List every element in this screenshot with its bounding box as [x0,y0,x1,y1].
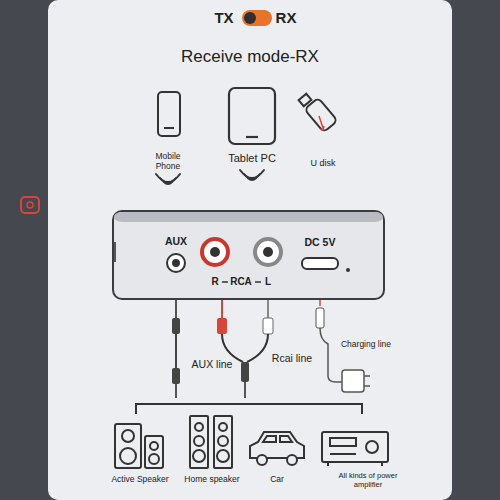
port-label: RCA [227,276,255,288]
tablet-icon [229,88,275,144]
wireless-waves [156,170,264,184]
panel [48,0,452,500]
channel-label: R [208,276,222,288]
amplifier-icon [322,432,388,466]
rca-cable [217,300,273,398]
cable-label: Charging line [337,340,395,350]
port-label: DC 5V [295,236,345,248]
phone-icon [158,92,180,136]
cable-label: AUX line [189,358,235,370]
output-label: All kinds of power amplifier [324,472,412,489]
side-icon [21,197,39,213]
device-label: Tablet PC [212,152,292,165]
active-speaker-icon [115,424,163,468]
title: Receive mode-RX [110,47,390,67]
receiver-box: AUX R RCA L DC 5V [112,210,385,300]
mode-label: RX [271,9,301,26]
home-speaker-icon [190,416,232,468]
device-label: U disk [298,158,348,168]
cable-label: Rcai line [270,352,314,364]
channel-label: L [261,276,275,288]
output-label: Active Speaker [105,475,175,485]
car-icon [250,432,304,465]
output-label: Home speaker [179,475,245,485]
port-label: AUX [156,235,196,247]
usb-stick-icon [299,94,338,133]
aux-cable [172,300,180,398]
device-label: Mobile Phone [148,152,188,172]
output-label: Car [257,475,297,485]
toggle-switch [242,10,272,26]
mode-label: TX [209,9,239,26]
bracket [136,404,362,414]
